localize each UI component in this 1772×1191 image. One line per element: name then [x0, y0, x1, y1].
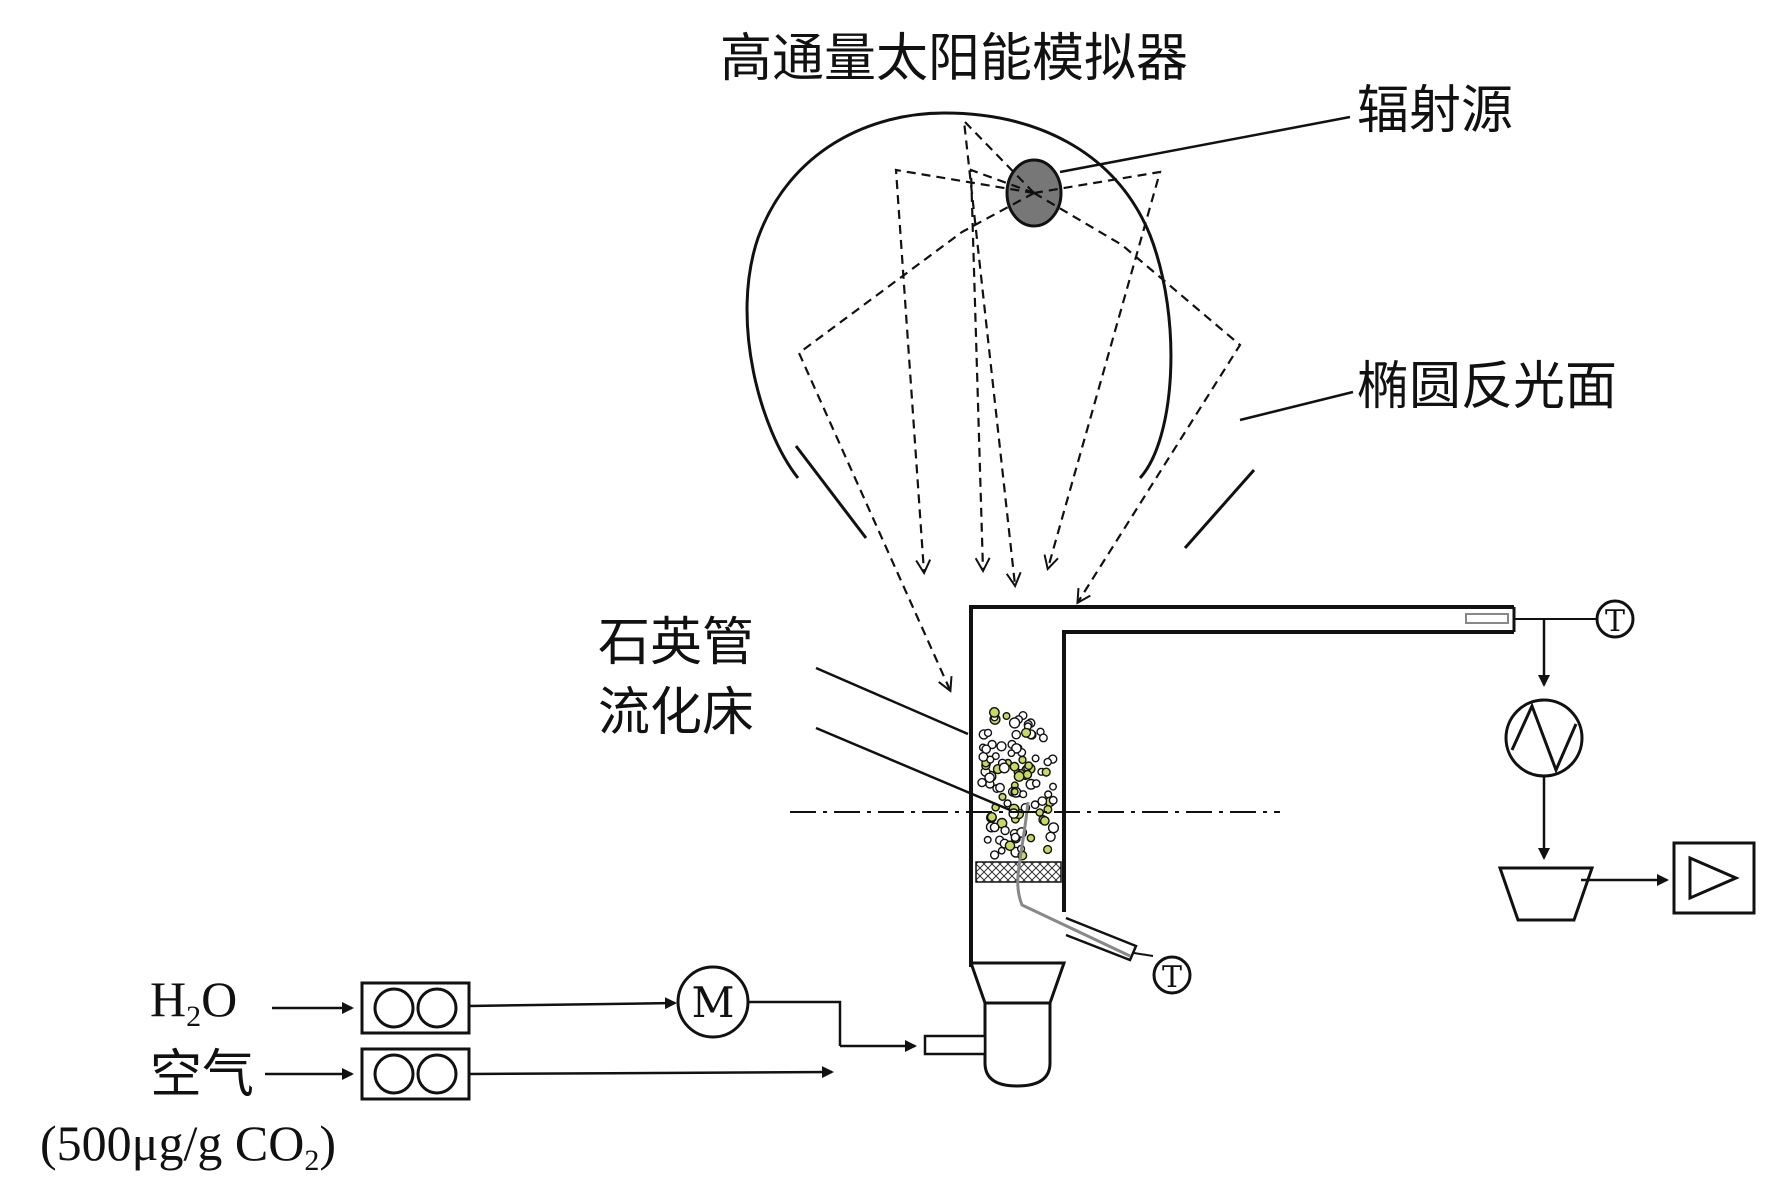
outlet-probe [1465, 613, 1509, 624]
bed-particle [989, 707, 1000, 718]
bed-particle [1045, 831, 1056, 842]
bed-particle [1048, 795, 1058, 805]
water-controller-rotor-right [416, 987, 458, 1029]
air-controller-rotor-right [416, 1053, 458, 1095]
fluidized-bed-leader [815, 726, 1011, 812]
bed-particle [1008, 808, 1020, 819]
bed-particle [1003, 799, 1012, 808]
thermocouple-bed: T [1152, 955, 1192, 995]
gas-liquid-separator [1497, 866, 1595, 922]
pump-symbol: M [691, 978, 734, 1027]
quartz-tube-label: 石英管 [598, 613, 754, 673]
simulator-title: 高通量太阳能模拟器 [720, 29, 1188, 89]
air-label: 空气 [150, 1045, 254, 1105]
bed-particle [1008, 717, 1021, 729]
water-to-pump-line [468, 997, 677, 1010]
bed-particle [989, 850, 1000, 860]
bed-particle [1018, 755, 1027, 765]
bed-particles [977, 707, 1060, 861]
bed-particle [1010, 787, 1019, 796]
bed-particle [1041, 767, 1051, 777]
gas-analyzer-symbol [1688, 855, 1740, 901]
co2-concentration-label: (500μg/g CO2) [40, 1115, 336, 1177]
quartz-tube-outer-wall [969, 605, 1514, 967]
condenser-zigzag [1510, 702, 1578, 774]
bed-particle [998, 762, 1010, 774]
bed-particle [1031, 754, 1040, 763]
bed-particle [1004, 840, 1016, 852]
bed-particle [1024, 761, 1034, 771]
reflector-lip-right [1183, 469, 1256, 549]
bed-particle [996, 741, 1007, 752]
bed-particle [1002, 712, 1011, 721]
bed-particle [1030, 800, 1040, 810]
bed-particle [986, 755, 995, 764]
bed-probe-sheath [1065, 916, 1138, 962]
ellipsoidal-reflector-shell [745, 111, 1173, 480]
bed-particle [1026, 833, 1036, 843]
quartz-tube-leader [815, 666, 969, 736]
gas-analyzer-box [1672, 841, 1756, 915]
reactor-funnel [968, 961, 1067, 1005]
bed-particle [1022, 769, 1033, 780]
reflector-lip-left [794, 445, 868, 539]
bed-particle [1031, 779, 1041, 788]
bed-particle [1009, 761, 1020, 772]
bed-particle [1019, 790, 1028, 799]
ellipsoidal-reflector-label: 椭圆反光面 [1357, 357, 1617, 417]
bed-particle [983, 728, 993, 738]
water-flow-controller [360, 981, 471, 1035]
air-controller-rotor-left [373, 1053, 415, 1095]
light-rays [797, 117, 1242, 690]
bed-particle [1011, 729, 1022, 740]
bed-particle [1039, 816, 1050, 826]
bed-particle [991, 752, 1000, 761]
bed-particle [984, 772, 995, 784]
air-to-mixer-line [468, 1066, 834, 1079]
thermocouple-outlet: T [1514, 599, 1635, 639]
reactor-plenum [983, 1003, 1052, 1088]
air-flow-controller [360, 1047, 471, 1101]
bed-particle [1038, 733, 1048, 743]
bed-particle [1000, 825, 1010, 836]
inlet-nozzle [923, 1034, 987, 1056]
bed-probe-lead [1133, 952, 1154, 957]
bed-particle [1007, 749, 1016, 758]
bed-particle [995, 782, 1005, 793]
bed-particle [1013, 770, 1025, 782]
bed-particle [1020, 727, 1032, 738]
thermocouple-outlet-symbol: T [1605, 604, 1625, 639]
bed-thermocouple-wire [1016, 801, 1131, 958]
water-label: H2O [150, 971, 237, 1033]
bed-particle [989, 822, 1000, 833]
bed-particle [1048, 782, 1057, 791]
bed-particle [986, 812, 997, 823]
fluidized-bed-label: 流化床 [598, 683, 754, 743]
bed-particle [983, 835, 992, 844]
quartz-tube-inner-wall [1062, 630, 1514, 912]
bed-particle [1042, 844, 1053, 855]
bed-particle [981, 744, 992, 755]
bed-particle [1037, 796, 1048, 806]
thermocouple-bed-symbol: T [1162, 960, 1182, 995]
bed-particle [1047, 822, 1060, 834]
bed-particle [998, 792, 1007, 802]
water-controller-rotor-left [373, 987, 415, 1029]
radiation-source-label: 辐射源 [1357, 81, 1513, 141]
bed-particle [1035, 808, 1044, 817]
pump-to-mixer-line [748, 1000, 842, 1046]
bed-particle [1010, 832, 1020, 842]
reflector-leader [1239, 390, 1354, 422]
bed-particle [1043, 757, 1052, 767]
radiation-source-leader [1059, 115, 1351, 174]
